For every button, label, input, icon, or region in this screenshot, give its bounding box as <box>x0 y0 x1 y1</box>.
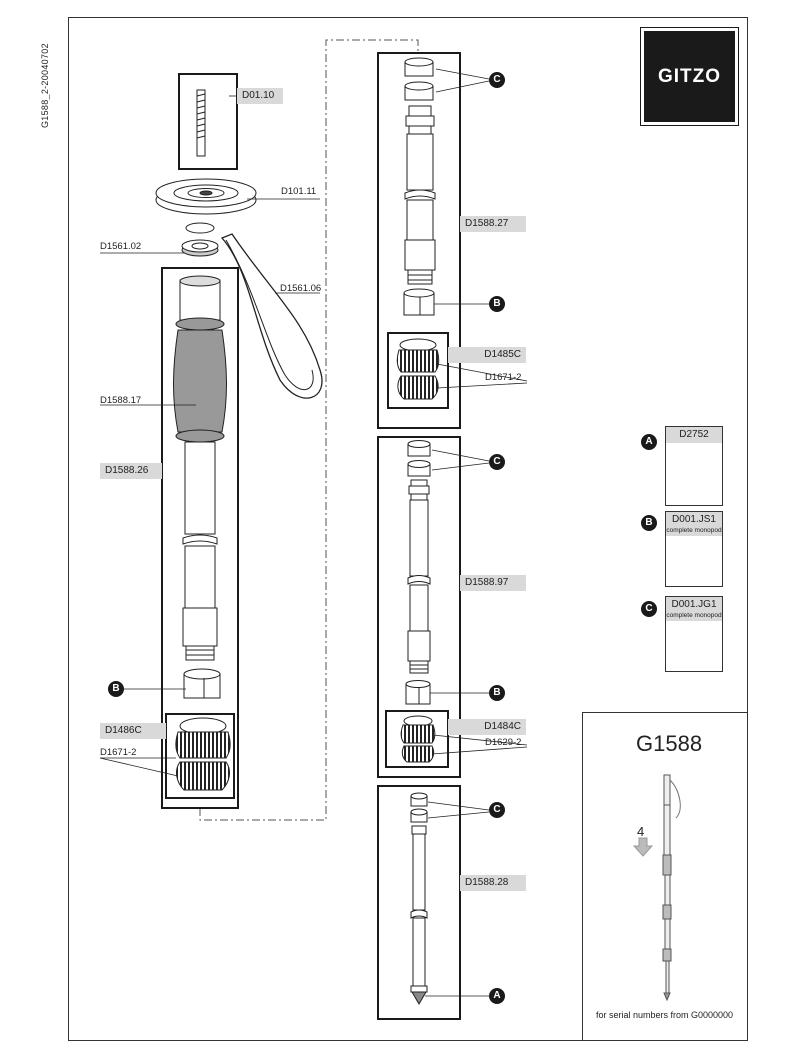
section-count: 4 <box>637 824 645 839</box>
gitzo-logo: GITZO <box>640 27 739 126</box>
part-label-d158828: D1588.28 <box>460 875 526 891</box>
part-label-d158827: D1588.27 <box>460 216 526 232</box>
part-label-d0110: D01.10 <box>237 88 283 104</box>
part-label-d10111: D101.11 <box>281 186 317 197</box>
legend-note-c: complete monopod <box>666 612 722 619</box>
part-label-d16712-right: D1671-2 <box>485 372 522 383</box>
legend-note-b: complete monopod <box>666 527 722 534</box>
locking-ring-left <box>175 717 231 791</box>
part-label-d156102: D1561.02 <box>100 241 142 252</box>
callout-c-3: C <box>489 802 505 818</box>
part-label-d156106: D1561.06 <box>280 283 322 294</box>
collet-b-left <box>183 668 221 699</box>
callout-a-1: A <box>489 988 505 1004</box>
locking-ring-1 <box>396 338 440 400</box>
callout-b-left: B <box>108 681 124 697</box>
legend-circle-b: B <box>641 515 657 531</box>
washer-part <box>181 222 219 257</box>
model-thumbnail <box>632 774 681 1002</box>
screw-part <box>196 89 206 157</box>
main-leg <box>173 275 227 661</box>
main-leg-box <box>161 267 239 809</box>
legend-box-c: D001.JG1 complete monopod <box>665 596 723 672</box>
locking-ring-box-1 <box>387 332 449 409</box>
wrist-strap <box>220 233 323 399</box>
page-frame <box>68 17 748 1041</box>
assembly-connector <box>199 39 419 821</box>
callout-b-1: B <box>489 296 505 312</box>
part-label-d1485c: D1485C <box>448 347 526 363</box>
legend-code-b-wrap: D001.JS1 complete monopod <box>666 512 722 536</box>
section-1-box <box>377 52 461 429</box>
legend-code-a: D2752 <box>666 427 722 443</box>
legend-code-c: D001.JG1 <box>671 599 717 610</box>
locking-ring-box-left <box>165 713 235 799</box>
legend-circle-a: A <box>641 434 657 450</box>
serial-note: for serial numbers from G0000000 <box>596 1010 734 1020</box>
head-plate <box>155 178 257 215</box>
legend-code-c-wrap: D001.JG1 complete monopod <box>666 597 722 621</box>
locking-ring-2 <box>400 715 436 763</box>
section-2-leg <box>405 440 431 705</box>
locking-ring-box-2 <box>385 710 449 768</box>
part-label-d16712-left: D1671-2 <box>100 747 137 758</box>
part-label-d1484c: D1484C <box>448 719 526 735</box>
part-label-d16292: D1629-2 <box>485 737 522 748</box>
section-2-box <box>377 436 461 778</box>
legend-box-a: D2752 <box>665 426 723 506</box>
part-label-d1486c: D1486C <box>100 723 166 739</box>
part-label-d158897: D1588.97 <box>460 575 526 591</box>
section-1-leg <box>403 57 436 316</box>
model-title: G1588 <box>636 731 703 756</box>
legend-code-b: D001.JS1 <box>672 514 716 525</box>
legend-box-b: D001.JS1 complete monopod <box>665 511 723 587</box>
part-label-d158826: D1588.26 <box>100 463 162 479</box>
callout-c-1: C <box>489 72 505 88</box>
screw-box <box>178 73 238 170</box>
section-3-box <box>377 785 461 1020</box>
part-label-d158817: D1588.17 <box>100 395 142 406</box>
callout-c-2: C <box>489 454 505 470</box>
callout-b-2: B <box>489 685 505 701</box>
section-3-leg <box>410 792 428 1005</box>
model-panel <box>582 712 748 1041</box>
legend-circle-c: C <box>641 601 657 617</box>
logo-text: GITZO <box>657 65 722 87</box>
